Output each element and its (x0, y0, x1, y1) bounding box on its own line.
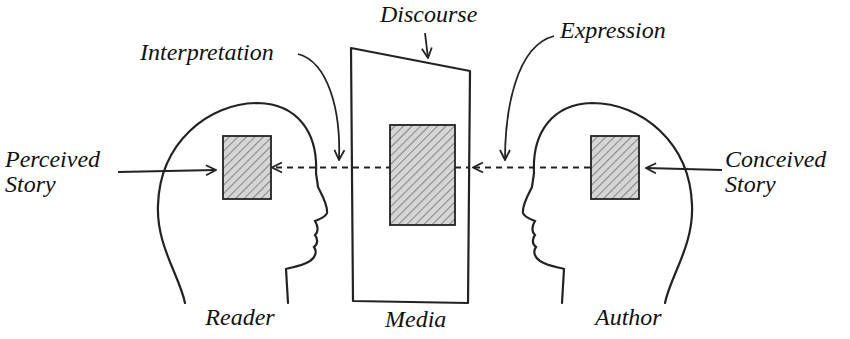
dashed-arrow (272, 167, 348, 169)
part-label: Discourse (380, 2, 477, 27)
author-head: AuthorConceived Story (520, 95, 700, 305)
frame-outline (351, 48, 470, 303)
frame-outline (348, 45, 473, 307)
edge-label: Interpretation (140, 40, 274, 65)
leader-line (505, 36, 554, 160)
hatched-square (591, 136, 639, 199)
leader-line (298, 54, 339, 160)
dashed-line (455, 167, 469, 169)
square-outline (222, 135, 272, 200)
edge-label: Expression (560, 18, 666, 43)
part-label: Reader (150, 305, 330, 330)
callout-label: Conceived Story (725, 147, 843, 197)
leader-line (425, 33, 428, 58)
reader-head: ReaderPerceived Story (150, 95, 330, 305)
media-frame: DiscourseMedia (348, 45, 473, 307)
head-outline (520, 95, 700, 305)
leader-line (118, 170, 216, 172)
story-square: Conceived Story (590, 135, 640, 200)
dashed-arrow (473, 167, 590, 169)
head-outline (523, 103, 692, 303)
head-outline (150, 95, 330, 305)
story-square: Perceived Story (222, 135, 272, 200)
part-label: Media (385, 307, 446, 332)
hatched-square (390, 125, 455, 225)
head-outline (158, 103, 327, 303)
part-label: Author (595, 305, 662, 330)
dashed-line (353, 167, 390, 169)
hatched-square (223, 136, 271, 199)
square-outline (590, 135, 640, 200)
callout-label: Perceived Story (5, 147, 117, 197)
